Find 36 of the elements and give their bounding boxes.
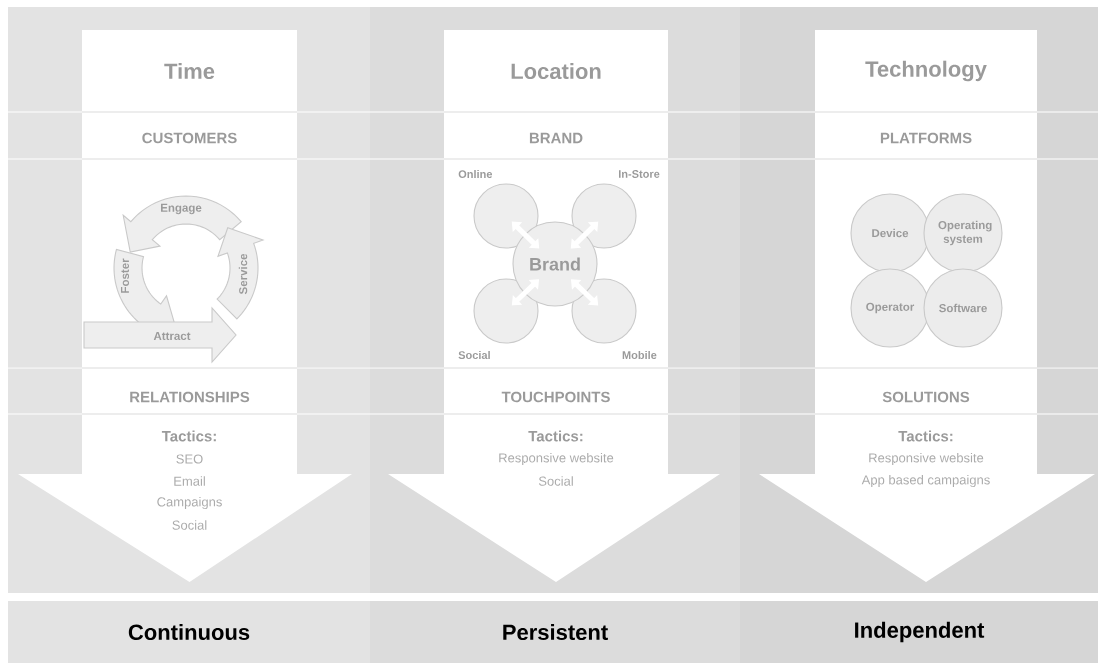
column-heading: Technology [865,60,987,82]
tactics-heading: Tactics: [528,430,583,442]
circle [473,183,539,249]
tactics-item: SEO [176,454,203,464]
double-arrow [570,221,599,249]
label-band: Persistent [370,601,740,663]
circle-label: Online [458,169,493,179]
double-arrow [511,221,540,249]
tactics-heading: Tactics: [161,430,216,442]
circle-label: Social [458,350,490,360]
section-label: CUSTOMERS [142,132,237,144]
circle [571,278,637,344]
section-label: SOLUTIONS [882,391,970,403]
tactics-item: Responsive website [869,452,984,466]
cycle-step: Attract [83,306,237,364]
tactics-item: Responsive website [499,452,614,466]
section-label: PLATFORMS [880,132,972,144]
cycle-step: Engage [122,195,242,253]
label-band: Continuous [8,601,370,663]
circle [571,183,637,249]
section-label: TOUCHPOINTS [501,391,610,403]
column-heading: Location [511,62,601,80]
circle-label: In-Store [619,170,660,178]
cycle-step: Service [216,227,265,320]
label-band: Independent [740,601,1098,663]
circle [473,278,539,344]
section-label: BRAND [529,132,583,144]
tactics-heading: Tactics: [898,430,953,442]
tactics-item: Social [172,520,207,530]
tactics-item: Campaigns [157,496,222,510]
column-heading: Time [164,62,215,80]
tactics-item: Social [538,476,573,486]
tactics-item: Email [174,476,205,486]
section-label: RELATIONSHIPS [130,391,250,403]
circle-label: Mobile [622,350,657,360]
tactics-item: App based campaigns [861,474,990,488]
